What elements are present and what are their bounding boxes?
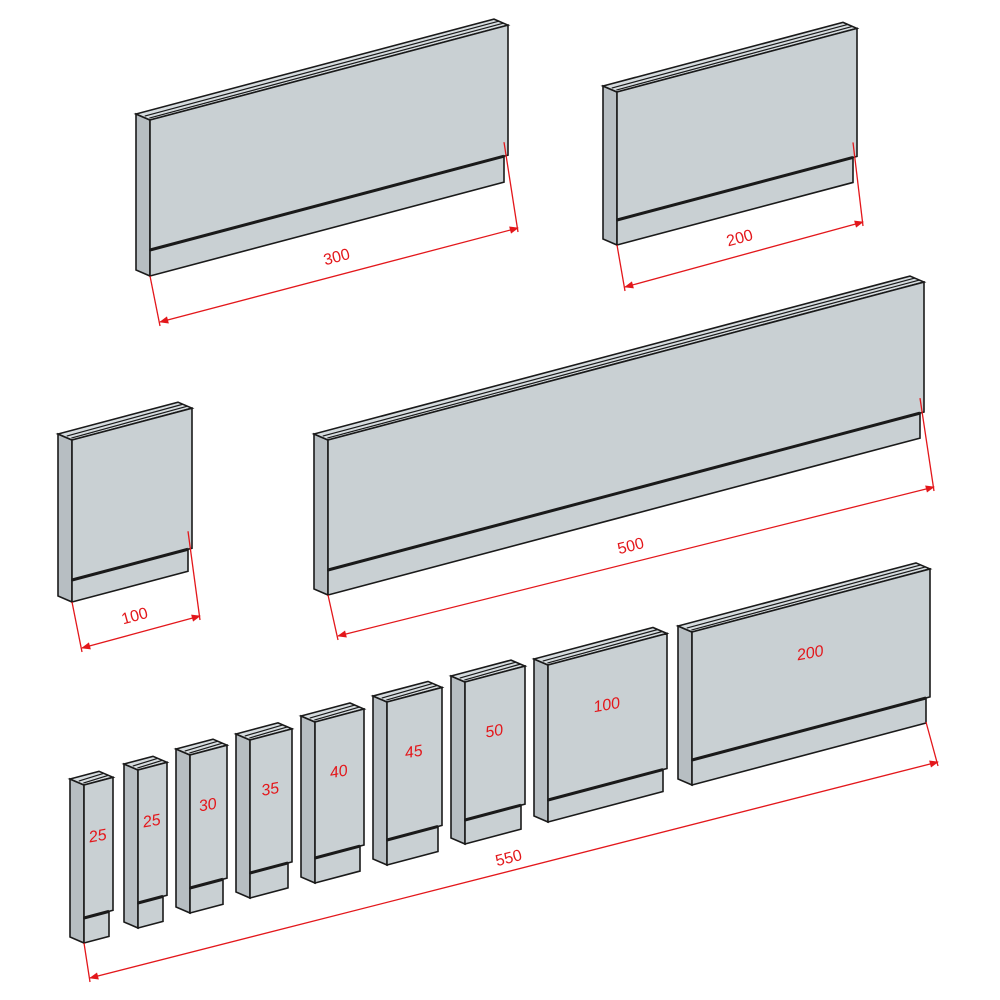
front-face	[249, 727, 293, 875]
segment-width-label: 35	[260, 780, 281, 800]
side-face	[123, 762, 139, 930]
ridge-line	[322, 277, 915, 437]
front-face	[189, 744, 228, 890]
ridge-line	[249, 726, 288, 739]
base-edge	[71, 547, 189, 582]
front-face	[464, 665, 526, 822]
ridge-line	[314, 706, 360, 721]
front-face	[83, 776, 114, 920]
side-face	[677, 624, 693, 787]
side-face	[533, 657, 549, 824]
side-face	[372, 694, 388, 867]
ridge-line	[327, 279, 920, 439]
segment-width-label: 25	[86, 827, 108, 847]
extension-line	[925, 721, 939, 767]
front-face	[386, 686, 443, 842]
ridge-line	[66, 403, 183, 437]
segment-25b	[121, 755, 170, 930]
side-face	[69, 777, 85, 945]
front-face	[71, 407, 193, 582]
front-face	[314, 707, 365, 860]
dimension-label: 100	[120, 605, 150, 628]
ridge-line	[616, 25, 853, 91]
side-face	[135, 112, 151, 278]
segment-200	[675, 562, 933, 787]
ridge-line	[542, 628, 658, 662]
ridge-line	[691, 566, 926, 631]
segment-45	[370, 680, 445, 867]
side-face	[300, 714, 316, 885]
base-edge	[616, 156, 854, 222]
segment-50	[448, 659, 528, 846]
segment-width-label: 25	[140, 812, 162, 832]
dimension-label: 300	[322, 246, 352, 269]
ridge-line	[686, 564, 921, 629]
front-face	[327, 281, 925, 572]
base-edge	[691, 696, 927, 762]
extension-line	[71, 601, 83, 653]
dimension-line	[81, 614, 201, 650]
segment-width-label: 40	[328, 762, 349, 782]
ridge-line	[386, 684, 438, 701]
segment-300	[133, 18, 511, 278]
ridge-line	[144, 20, 499, 117]
dimension-label: 500	[616, 535, 646, 558]
side-face	[313, 432, 329, 597]
front-face	[149, 24, 509, 252]
total-dimension-label: 550	[494, 847, 524, 870]
segment-width-label: 30	[197, 796, 218, 816]
ridge-line	[184, 740, 218, 752]
side-face	[175, 747, 191, 915]
ridge-line	[381, 682, 433, 699]
dimension-label: 200	[725, 227, 755, 250]
extension-line	[83, 942, 91, 983]
extension-line	[327, 594, 339, 641]
ridge-line	[464, 663, 521, 681]
segment-25a	[67, 770, 116, 945]
segment-100-left	[55, 401, 195, 604]
segment-100	[531, 626, 670, 824]
dimension-line	[337, 485, 935, 638]
ridge-line	[459, 661, 516, 679]
dimension-line	[624, 220, 864, 289]
segment-30	[173, 738, 230, 915]
segment-width-label: 50	[484, 722, 505, 742]
total-dimension-line	[89, 760, 939, 980]
extension-line	[187, 531, 201, 621]
ridge-line	[149, 22, 504, 119]
side-face	[602, 84, 618, 247]
side-face	[450, 674, 466, 846]
extension-line	[852, 142, 864, 227]
front-face	[137, 761, 168, 905]
segment-width-label: 200	[795, 643, 825, 665]
extension-line	[919, 398, 935, 492]
side-face	[235, 732, 251, 900]
ridge-line	[611, 23, 848, 89]
ridge-line	[309, 704, 355, 719]
segment-200-top	[600, 21, 860, 247]
side-face	[57, 432, 73, 604]
segment-width-label: 45	[403, 742, 424, 762]
segment-40	[298, 702, 367, 885]
ridge-line	[547, 630, 663, 664]
ridge-line	[189, 742, 223, 754]
segment-35	[233, 722, 295, 900]
dimension-line	[159, 226, 519, 324]
ridge-line	[71, 405, 188, 439]
ridge-line	[244, 724, 283, 737]
segment-width-label: 100	[592, 695, 621, 716]
extension-line	[616, 244, 626, 292]
extension-line	[503, 142, 519, 233]
extension-line	[149, 275, 161, 327]
